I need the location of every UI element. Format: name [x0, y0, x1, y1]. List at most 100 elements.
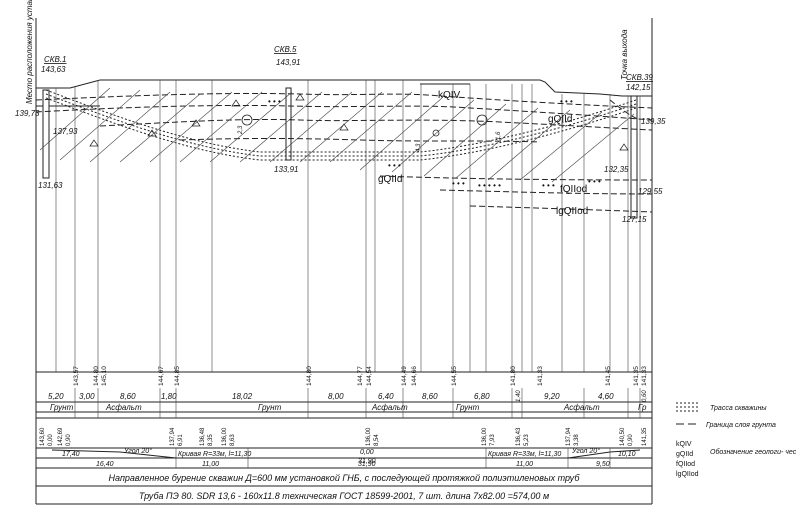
skv1-level-left: 139,73 — [15, 109, 40, 118]
distances-row: 5,20 3,00 8,60 1,80 18,02 8,00 6,40 8,60… — [48, 390, 648, 402]
pipe-mark: 0,90 — [66, 434, 72, 446]
inner-number-2: 1,6 — [496, 131, 502, 140]
distance-cell: 0,60 — [642, 390, 648, 402]
pipe-mark: 143,60 — [40, 427, 46, 446]
distance-cell: 4,60 — [598, 392, 614, 401]
top-mark: 145,10 — [101, 366, 108, 386]
plan-cell: 11,00 — [202, 461, 219, 468]
top-mark: 141,45 — [605, 366, 612, 386]
well-route — [45, 89, 637, 161]
profile-mid-top: 0,00 — [360, 449, 374, 456]
svg-text:• • •: • • • — [542, 181, 555, 190]
plan-cell: 11,00 — [516, 461, 533, 468]
distance-cell: 8,60 — [120, 392, 136, 401]
svg-text:• • •: • • • — [560, 97, 573, 106]
skv1-bottom: 131,63 — [38, 181, 63, 190]
skv39-bottom: 127,15 — [622, 215, 647, 224]
top-mark: 144,67 — [158, 366, 165, 386]
skv39-level-a: 139,35 — [641, 117, 666, 126]
pipe-mark: 5,23 — [524, 434, 530, 446]
profile-angle2: Угол 20° — [571, 447, 600, 455]
plan-cell: 31,90 — [358, 461, 376, 468]
caption-pipe: Труба ПЭ 80. SDR 13,6 - 160х11.8 техниче… — [139, 491, 549, 501]
pipe-mark: 8,35 — [208, 434, 214, 446]
surface-cell: Грунт — [50, 403, 74, 412]
pipe-mark: 136,48 — [200, 427, 206, 446]
distance-cell: 18,02 — [232, 392, 253, 401]
legend: Трасса скважины Граница слоя грунта kQIV… — [676, 402, 796, 478]
surface-row: Грунт Асфальт Грунт Асфальт Грунт Асфаль… — [50, 403, 647, 412]
top-mark: 144,55 — [451, 366, 458, 386]
soil-symbols: • • • • • • • • • • • • • • • • • • • • … — [89, 93, 629, 190]
skv39-level-c: 129,55 — [638, 187, 663, 196]
pipe-mark: 136,00 — [222, 427, 228, 446]
surface-cell: Асфальт — [563, 403, 600, 412]
profile-angle1: Угол 20° — [123, 447, 152, 455]
legend-soil-boundary: Граница слоя грунта — [706, 422, 776, 429]
data-table — [35, 372, 653, 505]
geology-label-fqiiod: fQIIod — [560, 184, 587, 195]
plan-cell: 16,40 — [96, 461, 114, 468]
profile-seg1: 17,40 — [62, 451, 80, 458]
distance-cell: 8,00 — [328, 392, 344, 401]
distance-cell: 9,20 — [544, 392, 560, 401]
skv5-bottom: 133,91 — [274, 165, 298, 174]
top-mark: 144,85 — [174, 366, 181, 386]
top-mark: 144,49 — [401, 366, 408, 386]
top-mark: 143,57 — [73, 366, 80, 386]
pipe-mark: 6,91 — [178, 434, 184, 446]
plan-cell: 9,50 — [596, 461, 610, 468]
legend-code: kQIV — [676, 441, 692, 448]
legend-codes-note: Обозначение геологи- ческих элементов — [710, 448, 796, 456]
top-mark: 144,66 — [411, 366, 418, 386]
pipe-mark: 136,00 — [482, 427, 488, 446]
svg-text:• • •: • • • — [268, 97, 281, 106]
skv39-level-b: 132,35 — [604, 165, 629, 174]
skv5-name: СКВ.5 — [274, 45, 297, 54]
top-mark: 144,54 — [366, 366, 373, 386]
pipe-mark: 137,94 — [566, 427, 572, 446]
pipe-marks: 143,60 0,00 142,69 0,90 137,94 6,91 136,… — [40, 427, 648, 446]
pipe-mark: 3,38 — [574, 434, 580, 446]
pipe-mark: 141,35 — [642, 427, 648, 446]
skv1-name: СКВ.1 — [44, 55, 67, 64]
skv5-top: 143,91 — [276, 58, 300, 67]
skv1-level-mid: 137,93 — [53, 127, 78, 136]
top-mark: 141,35 — [633, 366, 640, 386]
pipe-mark: 7,93 — [490, 434, 496, 446]
svg-text:• • •: • • • — [588, 177, 601, 186]
distance-cell: 6,80 — [474, 392, 490, 401]
top-mark: 144,80 — [93, 366, 100, 386]
geology-label-gqiid-mid: gQIId — [378, 174, 402, 185]
profile-labels: Место расположения установки ГНБ Точка в… — [15, 0, 666, 224]
distance-cell: 3,00 — [79, 392, 95, 401]
pipe-mark: 8,63 — [230, 434, 236, 446]
top-mark: 141,33 — [537, 366, 544, 386]
surface-cell: Асфальт — [371, 403, 408, 412]
surface-cell: Грунт — [456, 403, 480, 412]
pipe-mark: 8,54 — [374, 434, 380, 446]
profile-mid-bottom: 31,90 — [358, 458, 376, 465]
skv1-top: 143,63 — [41, 65, 66, 74]
surface-cell: Грунт — [258, 403, 282, 412]
hatching — [39, 87, 635, 183]
pipe-mark: 137,94 — [170, 427, 176, 446]
top-mark: 141,33 — [641, 366, 648, 386]
exit-point-label: Точка выхода — [620, 29, 629, 80]
pipe-mark: 0,90 — [628, 434, 634, 446]
pipe-mark: 136,00 — [366, 427, 372, 446]
skv39-name: СКВ.39 — [626, 73, 654, 82]
profile-curve2: Кривая R=33м, l=11,30 — [488, 451, 561, 458]
profile-seg-end: 10,10 — [618, 451, 636, 458]
legend-code: fQIIod — [676, 461, 695, 468]
distance-cell: 5,20 — [48, 392, 64, 401]
inner-number-3: 4,3 — [416, 143, 422, 152]
svg-text:• • • • •: • • • • • — [478, 181, 501, 190]
svg-text:• • •: • • • — [388, 161, 401, 170]
inner-number-1: 2,3 — [238, 125, 244, 135]
top-mark: 141,80 — [510, 366, 517, 386]
section-lines — [55, 80, 641, 372]
borehole-columns — [42, 87, 638, 219]
distance-cell: 1,80 — [161, 392, 177, 401]
